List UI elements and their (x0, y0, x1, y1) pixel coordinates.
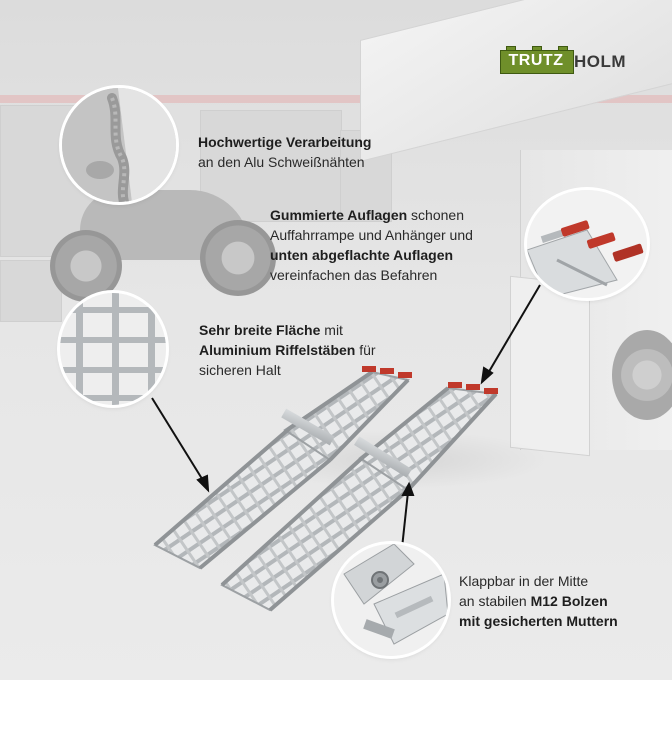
wall-stripe (0, 95, 672, 103)
logo-text-trutz: TRUTZ (508, 52, 564, 69)
motorcycle-rear-wheel (50, 230, 122, 302)
grating-icon (60, 293, 166, 405)
castle-battlement-icon (558, 46, 568, 52)
castle-battlement-icon (532, 46, 542, 52)
bottom-whitespace (0, 680, 672, 750)
logo-text-holm: HOLM (574, 52, 627, 71)
caption-surface-line1-rest: mit (320, 322, 343, 338)
caption-rubber-line4: vereinfachen das Befahren (270, 267, 438, 283)
caption-fold-line2-bold: M12 Bolzen (530, 593, 608, 609)
caption-welds-heading: Hochwertige Verarbeitung (198, 134, 372, 150)
caption-fold-line2-start: an stabilen (459, 593, 531, 609)
caption-welds: Hochwertige Verarbeitung an den Alu Schw… (198, 132, 371, 172)
caption-surface: Sehr breite Fläche mit Aluminium Riffels… (199, 320, 376, 380)
caption-welds-line2: an den Alu Schweißnähten (198, 154, 365, 170)
caption-surface-line3: sicheren Halt (199, 362, 281, 378)
caption-fold-line3: mit gesicherten Muttern (459, 613, 618, 629)
caption-rubber-line3: unten abgeflachte Auflagen (270, 247, 454, 263)
caption-fold: Klappbar in der Mitte an stabilen M12 Bo… (459, 571, 618, 631)
arrowhead-surface (196, 474, 210, 493)
rubber-pad-icon (527, 190, 647, 298)
arrowhead-fold (401, 481, 415, 496)
trailer-wheel (612, 330, 672, 420)
caption-fold-line1: Klappbar in der Mitte (459, 573, 589, 589)
caption-rubber-heading: Gummierte Auflagen (270, 207, 408, 223)
caption-surface-line2-bold: Aluminium Riffelstäben (199, 342, 356, 358)
pointer-fold (401, 491, 409, 549)
caption-rubber-line2: Auffahrrampe und Anhänger und (270, 227, 473, 243)
detail-circle-surface (60, 293, 166, 405)
caption-surface-heading: Sehr breite Fläche (199, 322, 321, 338)
ramp-left (153, 366, 412, 570)
castle-battlement-icon (506, 46, 516, 52)
hinge-bolt-icon (334, 544, 448, 656)
ramps-illustration (151, 284, 541, 612)
motorcycle-front-wheel (200, 220, 276, 296)
caption-rubber-line1-rest: schonen (407, 207, 464, 223)
weld-seam-icon (62, 88, 176, 202)
caption-rubber-pads: Gummierte Auflagen schonen Auffahrrampe … (270, 205, 473, 285)
product-image: TRUTZ HOLM Hochwertige Verarbeitung an d… (0, 0, 672, 680)
pointer-rubber-pads (486, 284, 541, 376)
pointer-surface (151, 397, 205, 483)
detail-circle-fold-hinge (334, 544, 448, 656)
detail-circle-rubber-pads (527, 190, 647, 298)
caption-surface-line2-rest: für (355, 342, 376, 358)
brand-logo: TRUTZ HOLM (500, 46, 627, 74)
pointer-lines (151, 284, 541, 549)
logo-green-block (500, 50, 574, 74)
detail-circle-weld (62, 88, 176, 202)
arrowhead-rubber-pads (480, 366, 494, 385)
